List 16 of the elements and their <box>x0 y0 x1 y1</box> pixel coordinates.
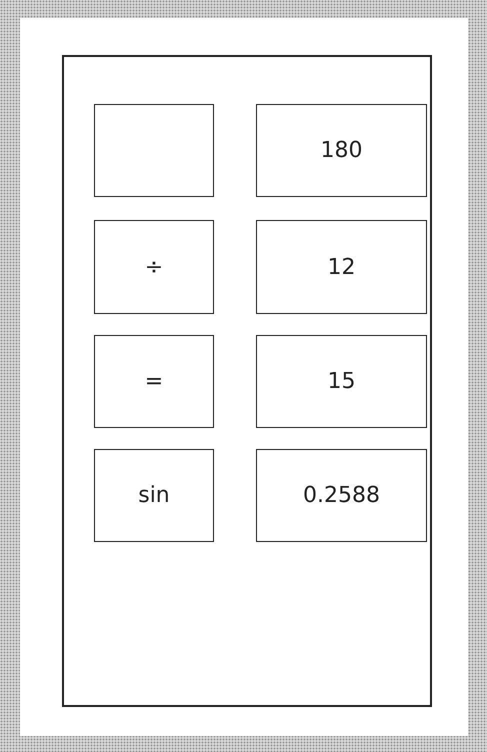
key-box <box>256 335 427 428</box>
key-label: sin <box>138 483 170 508</box>
key-label: = <box>144 369 164 394</box>
key-label: 0.2588 <box>303 483 380 508</box>
key-label: 15 <box>328 369 356 394</box>
key-box <box>256 449 427 542</box>
key-box <box>256 104 427 197</box>
key-box <box>256 220 427 314</box>
key-box <box>94 220 214 314</box>
key-box <box>94 449 214 542</box>
key-box <box>94 335 214 428</box>
empty-box <box>94 104 214 197</box>
key-label: 180 <box>320 138 362 163</box>
key-label: 12 <box>328 254 356 280</box>
key-label: ÷ <box>144 254 164 280</box>
display-panel <box>62 55 432 707</box>
